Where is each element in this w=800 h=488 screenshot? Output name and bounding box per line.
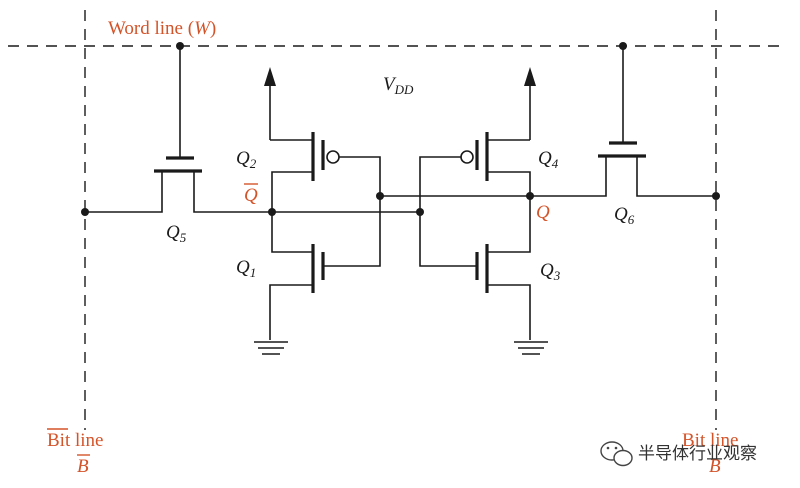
transistor-q6 <box>530 46 716 197</box>
junction-bl-bar <box>81 208 89 216</box>
word-line-label: Word line (W) <box>108 18 216 39</box>
inverter-right <box>419 67 548 355</box>
watermark: 半导体行业观察 <box>600 441 757 467</box>
bit-line-var: B <box>709 456 721 477</box>
junction-qbar-cross <box>416 208 424 216</box>
junction-bl <box>712 192 720 200</box>
q-node-label: Q <box>536 202 550 223</box>
bit-line-bar-var: B <box>77 456 89 477</box>
junction-q-cross <box>376 192 384 200</box>
label-q2: Q2 <box>236 148 257 171</box>
label-q3: Q3 <box>540 260 561 283</box>
label-q6: Q6 <box>614 204 635 227</box>
label-q5: Q5 <box>166 222 187 245</box>
bit-line-label: Bit line <box>682 430 738 451</box>
junction-q <box>526 192 534 200</box>
wechat-bubble-icon <box>600 441 633 467</box>
watermark-text: 半导体行业观察 <box>638 444 757 464</box>
label-q1: Q1 <box>236 257 256 280</box>
bit-line-bar-label: Bit line <box>47 430 103 451</box>
transistor-q5 <box>85 46 272 213</box>
label-q4: Q4 <box>538 148 559 171</box>
inverter-left <box>254 67 381 355</box>
vdd-label: VDD <box>383 74 414 97</box>
junction-qbar <box>268 208 276 216</box>
qbar-node-label: Q <box>244 185 258 206</box>
